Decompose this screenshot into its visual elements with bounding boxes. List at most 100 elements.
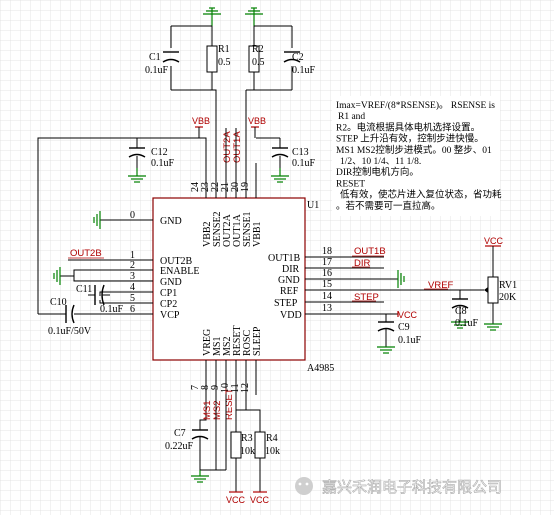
pin-name-vcp: VCP (160, 310, 180, 321)
pin-num-14: 14 (322, 291, 332, 302)
chip-ref: U1 (307, 200, 319, 211)
r4-val: 10k (265, 446, 280, 457)
pin-name-vreg: VREG (202, 329, 213, 356)
c2-val: 0.1uF (292, 65, 316, 76)
pin-num-10: 10 (220, 383, 231, 393)
capacitor-c12 (128, 147, 146, 158)
chip-part: A4985 (307, 363, 334, 374)
note-line: R2。电流根据具体电机选择设置。 (336, 121, 480, 133)
c8-ground-icon (451, 321, 469, 329)
resistor-r2 (248, 45, 260, 73)
pin0-ground-icon (93, 211, 101, 229)
pin-name-out2a: OUT2A (222, 213, 233, 247)
net-ms1-label: MS1 (202, 400, 213, 420)
pin-num-4: 4 (130, 282, 135, 293)
capacitor-c1 (162, 51, 180, 63)
note-line: STEP 上升沿有效，控制步进快慢。 (336, 133, 484, 145)
pin-name-out2b: OUT2B (160, 256, 193, 267)
r3-val: 10k (240, 446, 255, 457)
c1-ref: C1 (149, 52, 161, 63)
pin-name-sense2: SENSE2 (212, 211, 223, 247)
c12-ground-icon (128, 168, 146, 183)
watermark: 嘉兴禾润电子科技有限公司 (295, 477, 502, 496)
vbb-left-label: VBB (192, 116, 210, 126)
pin-num-0: 0 (130, 210, 135, 221)
c2-ref: C2 (292, 52, 304, 63)
c9-ground-icon (377, 346, 395, 354)
rv1-ref: RV1 (499, 280, 517, 291)
c10-val: 0.1uF/50V (48, 326, 92, 337)
potentiometer-rv1 (487, 276, 499, 304)
pin-name-rosc: ROSC (242, 330, 253, 356)
chip-body (152, 197, 306, 361)
pin-num-18: 18 (322, 246, 332, 257)
pin-num-7: 7 (190, 385, 201, 390)
pin-name-ms2: MS2 (222, 337, 233, 356)
c1-val: 0.1uF (145, 65, 169, 76)
c7-val: 0.22uF (165, 441, 194, 452)
pin-name-sleep: SLEEP (252, 326, 263, 356)
pin-num-1: 1 (130, 250, 135, 261)
pin-name-gnd-3: GND (160, 277, 182, 288)
capacitor-c7 (191, 429, 209, 440)
c7-ref: C7 (174, 428, 186, 439)
pin-name-out1b: OUT1B (268, 253, 301, 264)
pin-num-12: 12 (240, 383, 251, 393)
rv1-val: 20K (499, 292, 517, 303)
pin-num-20: 20 (230, 182, 241, 192)
note-line: 低有效，使芯片进入复位状态，省功耗 (340, 189, 502, 201)
r2-val: 0.5 (252, 57, 265, 68)
pin-name-reset: RESET (232, 325, 243, 356)
pin-name-vdd: VDD (280, 310, 302, 321)
c11-val: 0.1uF (100, 304, 124, 315)
note-line: 1/2、10 1/4、11 1/8. (340, 157, 421, 167)
pin-num-2: 2 (130, 260, 135, 271)
capacitor-c10 (65, 304, 75, 324)
capacitor-c13 (271, 147, 289, 158)
pin-name-sense1: SENSE1 (242, 211, 253, 247)
c8-ref: C8 (455, 306, 467, 317)
pin-num-24: 24 (190, 182, 201, 192)
note-box (332, 96, 500, 216)
pin-num-11: 11 (230, 383, 241, 393)
pin-name-gnd-16: GND (278, 275, 300, 286)
pin-num-21: 21 (220, 182, 231, 192)
pin-name-cp2: CP2 (160, 299, 177, 310)
pin-num-23: 23 (200, 182, 211, 192)
watermark-text: 嘉兴禾润电子科技有限公司 (322, 478, 502, 496)
pin-name-out1a: OUT1A (232, 213, 243, 247)
pin-name-enable: ENABLE (160, 266, 199, 277)
r2-ref: R2 (252, 44, 264, 55)
pin-num-16: 16 (322, 268, 332, 279)
pin-num-8: 8 (200, 385, 211, 390)
capacitor-c8 (451, 298, 469, 309)
enable-ground-icon (53, 267, 61, 285)
r4-ref: R4 (266, 433, 278, 444)
pin-name-vbb1: VBB1 (252, 221, 263, 247)
pin-num-13: 13 (322, 303, 332, 314)
net-out1b-label: OUT1B (354, 246, 386, 257)
c10-ref: C10 (50, 297, 67, 308)
note-line: Imax=VREF/(8*RSENSE)。 RSENSE is (336, 100, 495, 111)
net-out2a-top: OUT2A (222, 131, 233, 163)
c8-val: 0.1uF (455, 318, 479, 329)
vcc-vdd-label: VCC (398, 310, 418, 320)
capacitor-c9 (377, 321, 395, 332)
net-reset-label: RESET (224, 388, 235, 420)
pin-num-19: 19 (240, 182, 251, 192)
pin-name-dir: DIR (282, 264, 300, 275)
note-line: R1 and (338, 112, 365, 122)
pin-name-step: STEP (274, 298, 298, 309)
c12-ref: C12 (151, 147, 168, 158)
ground-symbols-top (203, 7, 263, 26)
pin16-ground-icon (397, 270, 405, 288)
rv1-ground-icon (484, 323, 502, 331)
pin-num-17: 17 (322, 257, 332, 268)
note-line: MS1 MS2控制步进模式。00 整步、01 (336, 144, 492, 156)
pin-name-gnd-0: GND (160, 216, 182, 227)
bottom-ground-icon (191, 470, 209, 483)
note-line: RESET (336, 179, 365, 189)
pin-num-22: 22 (210, 182, 221, 192)
